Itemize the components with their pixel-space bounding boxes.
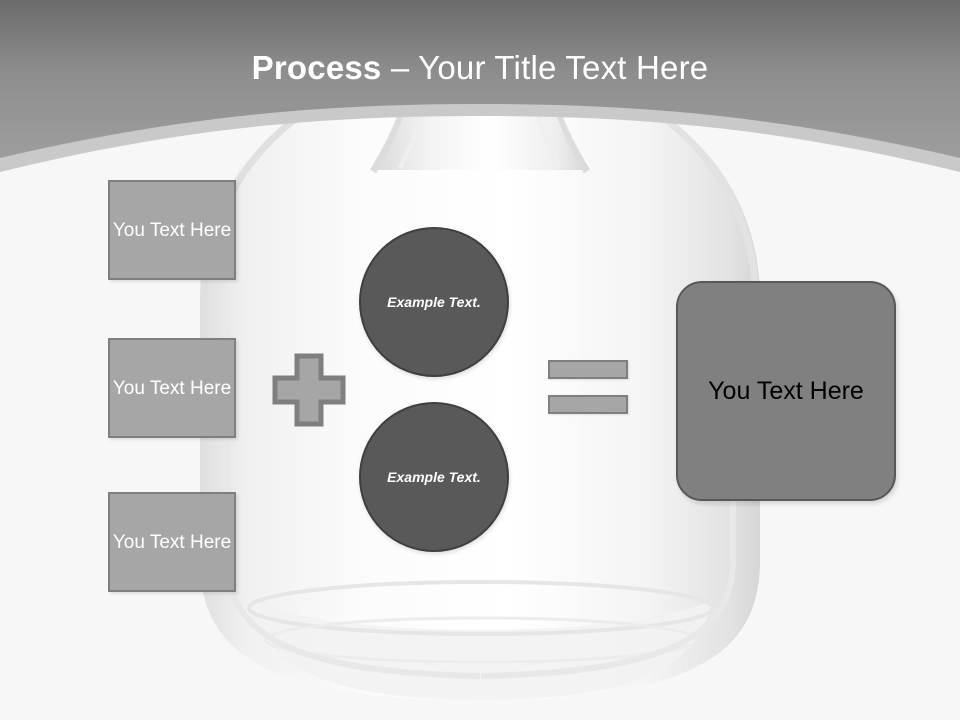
result-box[interactable]: You Text Here — [676, 281, 896, 501]
equals-bar-top — [548, 360, 628, 379]
input-box-3[interactable]: You Text Here — [108, 492, 236, 592]
page-title: Process – Your Title Text Here — [0, 48, 960, 88]
input-box-3-label: You Text Here — [112, 531, 232, 553]
circle-top[interactable]: Example Text. — [359, 227, 509, 377]
input-box-2-label: You Text Here — [112, 377, 232, 399]
circle-bottom-label: Example Text. — [387, 469, 481, 485]
page-title-rest: – Your Title Text Here — [381, 49, 709, 86]
result-box-label: You Text Here — [708, 376, 864, 405]
input-box-1-label: You Text Here — [112, 219, 232, 241]
input-box-1[interactable]: You Text Here — [108, 180, 236, 280]
plus-icon — [272, 353, 346, 427]
header-band — [0, 0, 960, 172]
circle-top-label: Example Text. — [387, 294, 481, 310]
equals-icon — [548, 360, 628, 414]
circle-bottom[interactable]: Example Text. — [359, 402, 509, 552]
input-box-2[interactable]: You Text Here — [108, 338, 236, 438]
equals-bar-bottom — [548, 395, 628, 414]
page-title-strong: Process — [251, 49, 382, 86]
